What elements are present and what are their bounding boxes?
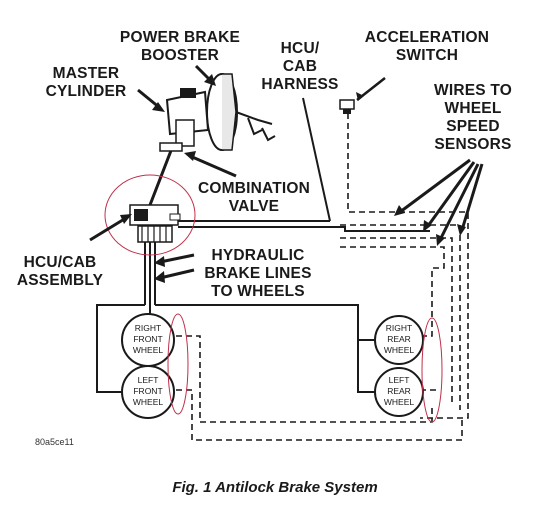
wheel-label: RIGHT (135, 323, 161, 333)
hydraulic-lines-label: TO WHEELS (211, 283, 305, 300)
combination-valve-label: VALVE (229, 198, 279, 215)
rear-sensor-highlight (421, 317, 443, 423)
front-sensor-highlight (167, 313, 189, 415)
wheel-label: WHEEL (133, 397, 164, 407)
wheel-label: WHEEL (384, 397, 415, 407)
master-cylinder-label: CYLINDER (46, 83, 127, 100)
right-front-wheel: RIGHT FRONT WHEEL (121, 313, 175, 367)
acceleration-switch-label: ACCELERATION (365, 29, 489, 46)
sensor-wires (176, 113, 469, 441)
hcu-cab-harness-label: CAB (283, 58, 317, 75)
wheel-label: WHEEL (384, 345, 415, 355)
harness-line (178, 97, 331, 222)
hcu-cab-assembly-label: ASSEMBLY (17, 272, 104, 289)
power-brake-booster (206, 73, 276, 151)
figure-code: 80a5ce11 (35, 437, 74, 447)
left-front-wheel: LEFT FRONT WHEEL (121, 365, 175, 419)
pointer-arrows (89, 64, 484, 283)
hydraulic-lines (96, 146, 430, 393)
hydraulic-lines-label: BRAKE LINES (204, 265, 311, 282)
wheel-label: FRONT (133, 386, 162, 396)
master-cylinder (165, 88, 210, 147)
wheel-label: RIGHT (386, 323, 412, 333)
hydraulic-lines-label: HYDRAULIC (211, 247, 304, 264)
power-brake-booster-label: BOOSTER (141, 47, 219, 64)
right-rear-wheel: RIGHT REAR WHEEL (374, 315, 424, 365)
hcu-cab-assembly (129, 204, 181, 243)
left-rear-wheel: LEFT REAR WHEEL (374, 367, 424, 417)
master-cylinder-label: MASTER (53, 65, 120, 82)
combination-valve-label: COMBINATION (198, 180, 310, 197)
wires-to-sensors-label: SPEED (446, 118, 500, 135)
wires-to-sensors-label: WIRES TO (434, 82, 512, 99)
wheel-label: LEFT (138, 375, 159, 385)
hcu-cab-harness-label: HARNESS (261, 76, 338, 93)
wheel-label: WHEEL (133, 345, 164, 355)
hcu-cab-harness-label: HCU/ (281, 40, 320, 57)
wheel-label: LEFT (389, 375, 410, 385)
hcu-highlight (104, 174, 196, 256)
acceleration-switch-label: SWITCH (396, 47, 458, 64)
wires-to-sensors-label: SENSORS (434, 136, 511, 153)
wheel-label: FRONT (133, 334, 162, 344)
component-labels: POWER BRAKE BOOSTER MASTER CYLINDER HCU/… (17, 29, 512, 300)
figure-caption: Fig. 1 Antilock Brake System (172, 479, 377, 496)
wheel-label: REAR (387, 386, 411, 396)
hcu-cab-assembly-label: HCU/CAB (24, 254, 97, 271)
wheel-label: REAR (387, 334, 411, 344)
combination-valve (159, 142, 183, 152)
wires-to-sensors-label: WHEEL (445, 100, 502, 117)
power-brake-booster-label: POWER BRAKE (120, 29, 240, 46)
acceleration-switch (339, 77, 386, 114)
